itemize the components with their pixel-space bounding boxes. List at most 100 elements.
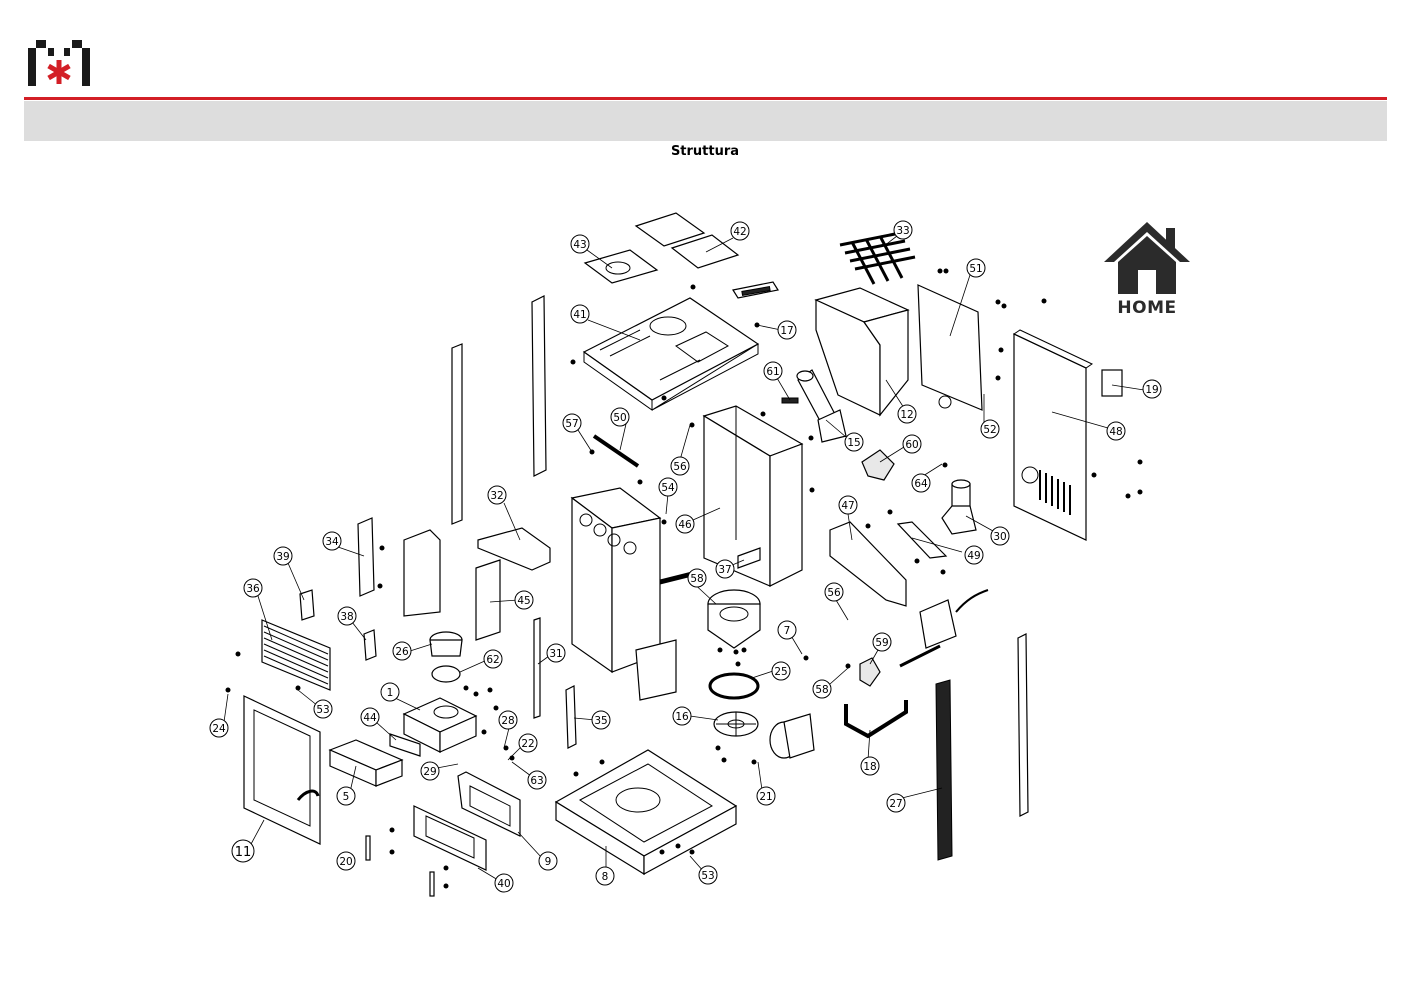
svg-text:41: 41 — [573, 309, 586, 321]
svg-text:5: 5 — [343, 791, 350, 803]
callout-27[interactable]: 28 — [498, 710, 518, 730]
callout-22[interactable]: 22 — [518, 733, 538, 753]
callout-61[interactable]: 61 — [763, 361, 783, 381]
callout-7[interactable]: 7 — [777, 620, 797, 640]
part-61-clip — [781, 397, 799, 404]
callout-60[interactable]: 60 — [902, 434, 922, 454]
part-chassis-frame — [570, 487, 693, 701]
svg-text:53: 53 — [316, 704, 329, 716]
part-59-sensor — [859, 657, 881, 687]
callout-37[interactable]: 38 — [337, 606, 357, 626]
svg-text:24: 24 — [212, 723, 226, 735]
part-45-main-structure — [702, 405, 804, 587]
callout-25[interactable]: 26 — [392, 641, 412, 661]
svg-text:11: 11 — [235, 845, 252, 860]
callout-9[interactable]: 9 — [538, 851, 558, 871]
callout-35[interactable]: 36 — [243, 578, 263, 598]
svg-text:27: 27 — [889, 798, 902, 810]
callout-17[interactable]: 17 — [777, 320, 797, 340]
svg-text:52: 52 — [983, 424, 996, 436]
svg-text:35: 35 — [594, 715, 607, 727]
callout-62[interactable]: 62 — [483, 649, 503, 669]
svg-text:58: 58 — [690, 573, 703, 585]
part-11-door — [243, 695, 321, 845]
part-29-elbow — [941, 479, 977, 535]
svg-text:32: 32 — [490, 490, 503, 502]
part-8-base — [554, 749, 738, 876]
callout-33[interactable]: 34 — [322, 531, 342, 551]
svg-text:26: 26 — [395, 646, 409, 658]
svg-text:44: 44 — [363, 712, 377, 724]
callout-5[interactable]: 5 — [336, 786, 356, 806]
part-46-deflector — [829, 521, 907, 607]
callout-55[interactable]: 57 — [562, 413, 582, 433]
part-41-top-plates — [634, 212, 740, 269]
callout-49[interactable]: 50 — [610, 407, 630, 427]
callout-53-left[interactable]: 53 — [313, 699, 333, 719]
svg-text:43: 43 — [573, 239, 586, 251]
company-logo-icon — [28, 40, 90, 86]
callout-48[interactable]: 49 — [964, 545, 984, 565]
callout-26[interactable]: 27 — [886, 793, 906, 813]
callout-39[interactable]: 40 — [494, 873, 514, 893]
callout-28[interactable]: 29 — [420, 761, 440, 781]
callout-24[interactable]: 25 — [771, 661, 791, 681]
svg-text:64: 64 — [914, 478, 928, 490]
part-49-bar — [592, 434, 640, 468]
part-19-label-plate — [1101, 369, 1123, 397]
callout-30[interactable]: 31 — [546, 643, 566, 663]
callout-19[interactable]: 19 — [1142, 379, 1162, 399]
part-25-ring — [429, 631, 463, 657]
callout-45[interactable]: 46 — [675, 514, 695, 534]
svg-text:36: 36 — [246, 583, 260, 595]
part-32-grate — [839, 231, 916, 285]
svg-text:56: 56 — [673, 461, 687, 473]
callout-47[interactable]: 48 — [1106, 421, 1126, 441]
callout-41[interactable]: 42 — [730, 221, 750, 241]
part-50-back-plate — [917, 284, 983, 411]
callout-8[interactable]: 8 — [595, 866, 615, 886]
part-15-burner-pipe — [796, 369, 847, 443]
part-12-hopper — [814, 287, 910, 417]
callout-50[interactable]: 51 — [966, 258, 986, 278]
callout-1[interactable]: 1 — [380, 682, 400, 702]
callout-63[interactable]: 63 — [527, 770, 547, 790]
callout-43[interactable]: 44 — [360, 707, 380, 727]
callout-34[interactable]: 35 — [591, 710, 611, 730]
callout-38[interactable]: 39 — [273, 546, 293, 566]
svg-text:46: 46 — [678, 519, 692, 531]
callout-32[interactable]: 33 — [893, 220, 913, 240]
callout-12[interactable]: 12 — [897, 404, 917, 424]
part-39-panel — [413, 805, 487, 871]
part-40-top-panel — [582, 297, 760, 411]
callout-20[interactable]: 20 — [336, 851, 356, 871]
callout-57[interactable]: 58 — [687, 568, 707, 588]
svg-text:51: 51 — [969, 263, 982, 275]
callout-44[interactable]: 45 — [514, 590, 534, 610]
callout-52[interactable]: 53 — [698, 865, 718, 885]
callout-23[interactable]: 24 — [209, 718, 229, 738]
callout-15[interactable]: 15 — [844, 432, 864, 452]
callout-29[interactable]: 30 — [990, 526, 1010, 546]
callout-11[interactable]: 11 — [231, 839, 255, 863]
callout-51[interactable]: 52 — [980, 419, 1000, 439]
part-left-rail — [451, 343, 463, 525]
callout-54[interactable]: 56 — [670, 456, 690, 476]
callout-31[interactable]: 32 — [487, 485, 507, 505]
callout-36[interactable]: 37 — [715, 559, 735, 579]
part-center-rail — [531, 295, 547, 477]
svg-text:59: 59 — [875, 637, 888, 649]
callout-53-top[interactable]: 54 — [658, 477, 678, 497]
callout-64[interactable]: 64 — [911, 473, 931, 493]
callout-46[interactable]: 47 — [838, 495, 858, 515]
callout-21[interactable]: 21 — [756, 786, 776, 806]
callout-59[interactable]: 6059 — [872, 632, 892, 652]
callout-40[interactable]: 41 — [570, 304, 590, 324]
callout-16[interactable]: 16 — [672, 706, 692, 726]
home-button[interactable]: HOME — [1100, 216, 1194, 322]
header-accent-rule — [24, 97, 1387, 100]
callout-18[interactable]: 18 — [860, 756, 880, 776]
callout-42[interactable]: 43 — [570, 234, 590, 254]
callout-58[interactable]: 595958595959595959595959595958 — [812, 679, 832, 699]
